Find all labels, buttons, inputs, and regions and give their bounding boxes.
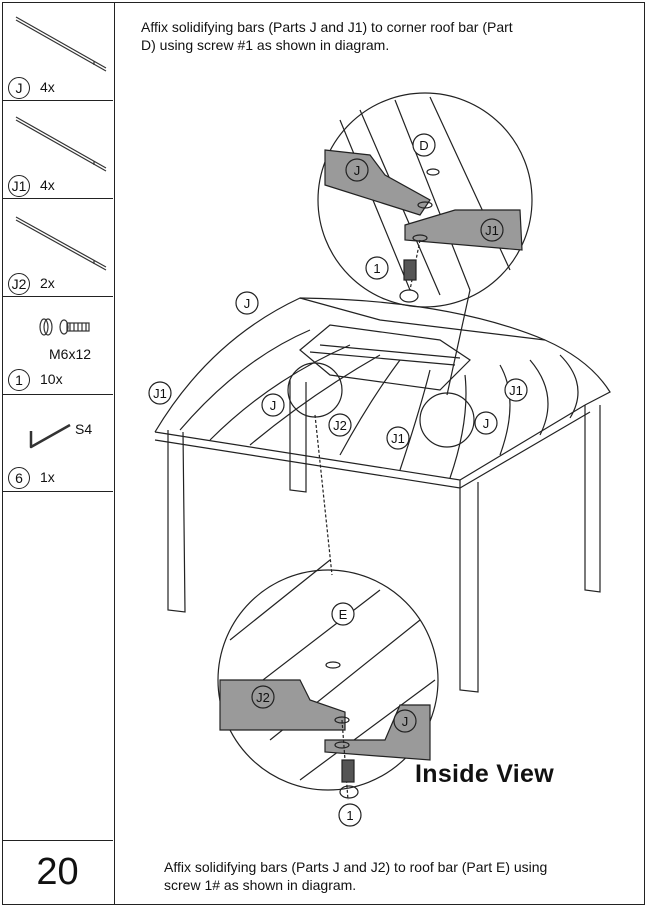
part-item-allen-key: S4 6 1x: [2, 395, 113, 492]
part-spec: M6x12: [49, 346, 92, 362]
instruction-bottom: Affix solidifying bars (Parts J and J2) …: [164, 859, 548, 893]
part-badge: 1: [8, 369, 30, 391]
allen-key-icon: [29, 423, 71, 449]
label-screw-1: 1: [346, 808, 353, 823]
label-j: J: [244, 296, 251, 311]
part-item-j2: J2 2x: [2, 199, 113, 297]
label-j2: J2: [333, 418, 347, 433]
part-qty: 4x: [40, 177, 55, 193]
part-item-j1: J1 4x: [2, 101, 113, 199]
bar-icon: [15, 216, 107, 271]
bar-icon: [15, 116, 107, 172]
part-spec: S4: [75, 421, 93, 437]
label-j1: J1: [391, 431, 405, 446]
label-j1: J1: [153, 386, 167, 401]
part-qty: 4x: [40, 79, 55, 95]
label-j2: J2: [256, 690, 270, 705]
label-j: J: [483, 416, 490, 431]
part-badge: J2: [8, 273, 30, 295]
bar-icon: [15, 16, 107, 72]
label-j: J: [270, 398, 277, 413]
page-number: 20: [36, 851, 79, 893]
instruction-top: Affix solidifying bars (Parts J and J1) …: [141, 19, 513, 53]
gazebo-posts: [167, 380, 601, 693]
page-number-box: 20: [2, 840, 113, 904]
part-badge: J1: [8, 175, 30, 197]
label-e: E: [339, 607, 348, 622]
part-qty: 2x: [40, 275, 55, 291]
inside-view-label: Inside View: [415, 760, 555, 788]
page-frame: [2, 2, 645, 905]
part-item-j: J 4x: [2, 2, 113, 101]
label-d: D: [419, 138, 428, 153]
label-j: J: [402, 714, 409, 729]
part-badge: J: [8, 77, 30, 99]
part-qty: 1x: [40, 469, 55, 485]
label-screw-1: 1: [373, 261, 380, 276]
label-j1: J1: [485, 223, 499, 238]
part-badge: 6: [8, 467, 30, 489]
label-j: J: [354, 163, 361, 178]
part-item-screw: M6x12 1 10x: [2, 297, 113, 395]
label-j1: J1: [509, 383, 523, 398]
screw-washer-icon: [39, 318, 90, 336]
part-qty: 10x: [40, 371, 63, 387]
parts-list: J 4x J1 4x J2 2x M6x12 1 10x S4 6 1x 20: [2, 2, 115, 905]
